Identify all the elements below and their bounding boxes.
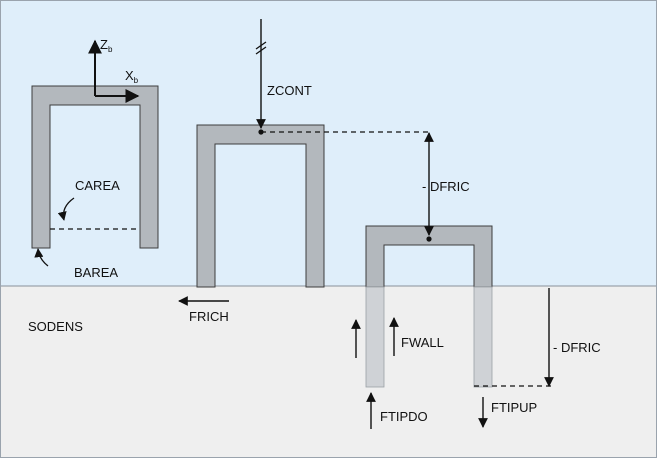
frich-label: FRICH xyxy=(189,309,229,324)
sodens-label: SODENS xyxy=(28,319,83,334)
zcont-label: ZCONT xyxy=(267,83,312,98)
pile-body-middle xyxy=(196,124,325,288)
zcont-break-mark-2 xyxy=(255,46,267,55)
soil-zone xyxy=(1,286,656,457)
ftipup-label: FTIPUP xyxy=(491,400,537,415)
air-zone xyxy=(1,1,656,286)
dfric-soil-label: - DFRIC xyxy=(553,340,601,355)
contact-point-right xyxy=(426,236,432,242)
z-axis-label: Zb xyxy=(100,37,113,54)
ftipdo-label: FTIPDO xyxy=(380,409,428,424)
pile-leg-right-submerged xyxy=(473,286,493,388)
zcont-break-mark-1 xyxy=(255,41,267,50)
barea-pointer-arrow xyxy=(34,248,49,267)
pile-leg-left-submerged xyxy=(365,286,385,388)
pile-body-left xyxy=(31,85,159,249)
barea-label: BAREA xyxy=(74,265,118,280)
x-axis-label: Xb xyxy=(125,68,139,85)
fwall-label: FWALL xyxy=(401,335,444,350)
carea-pointer-arrow xyxy=(57,197,75,221)
carea-label: CAREA xyxy=(75,178,120,193)
dfric-air-label: - DFRIC xyxy=(422,179,470,194)
